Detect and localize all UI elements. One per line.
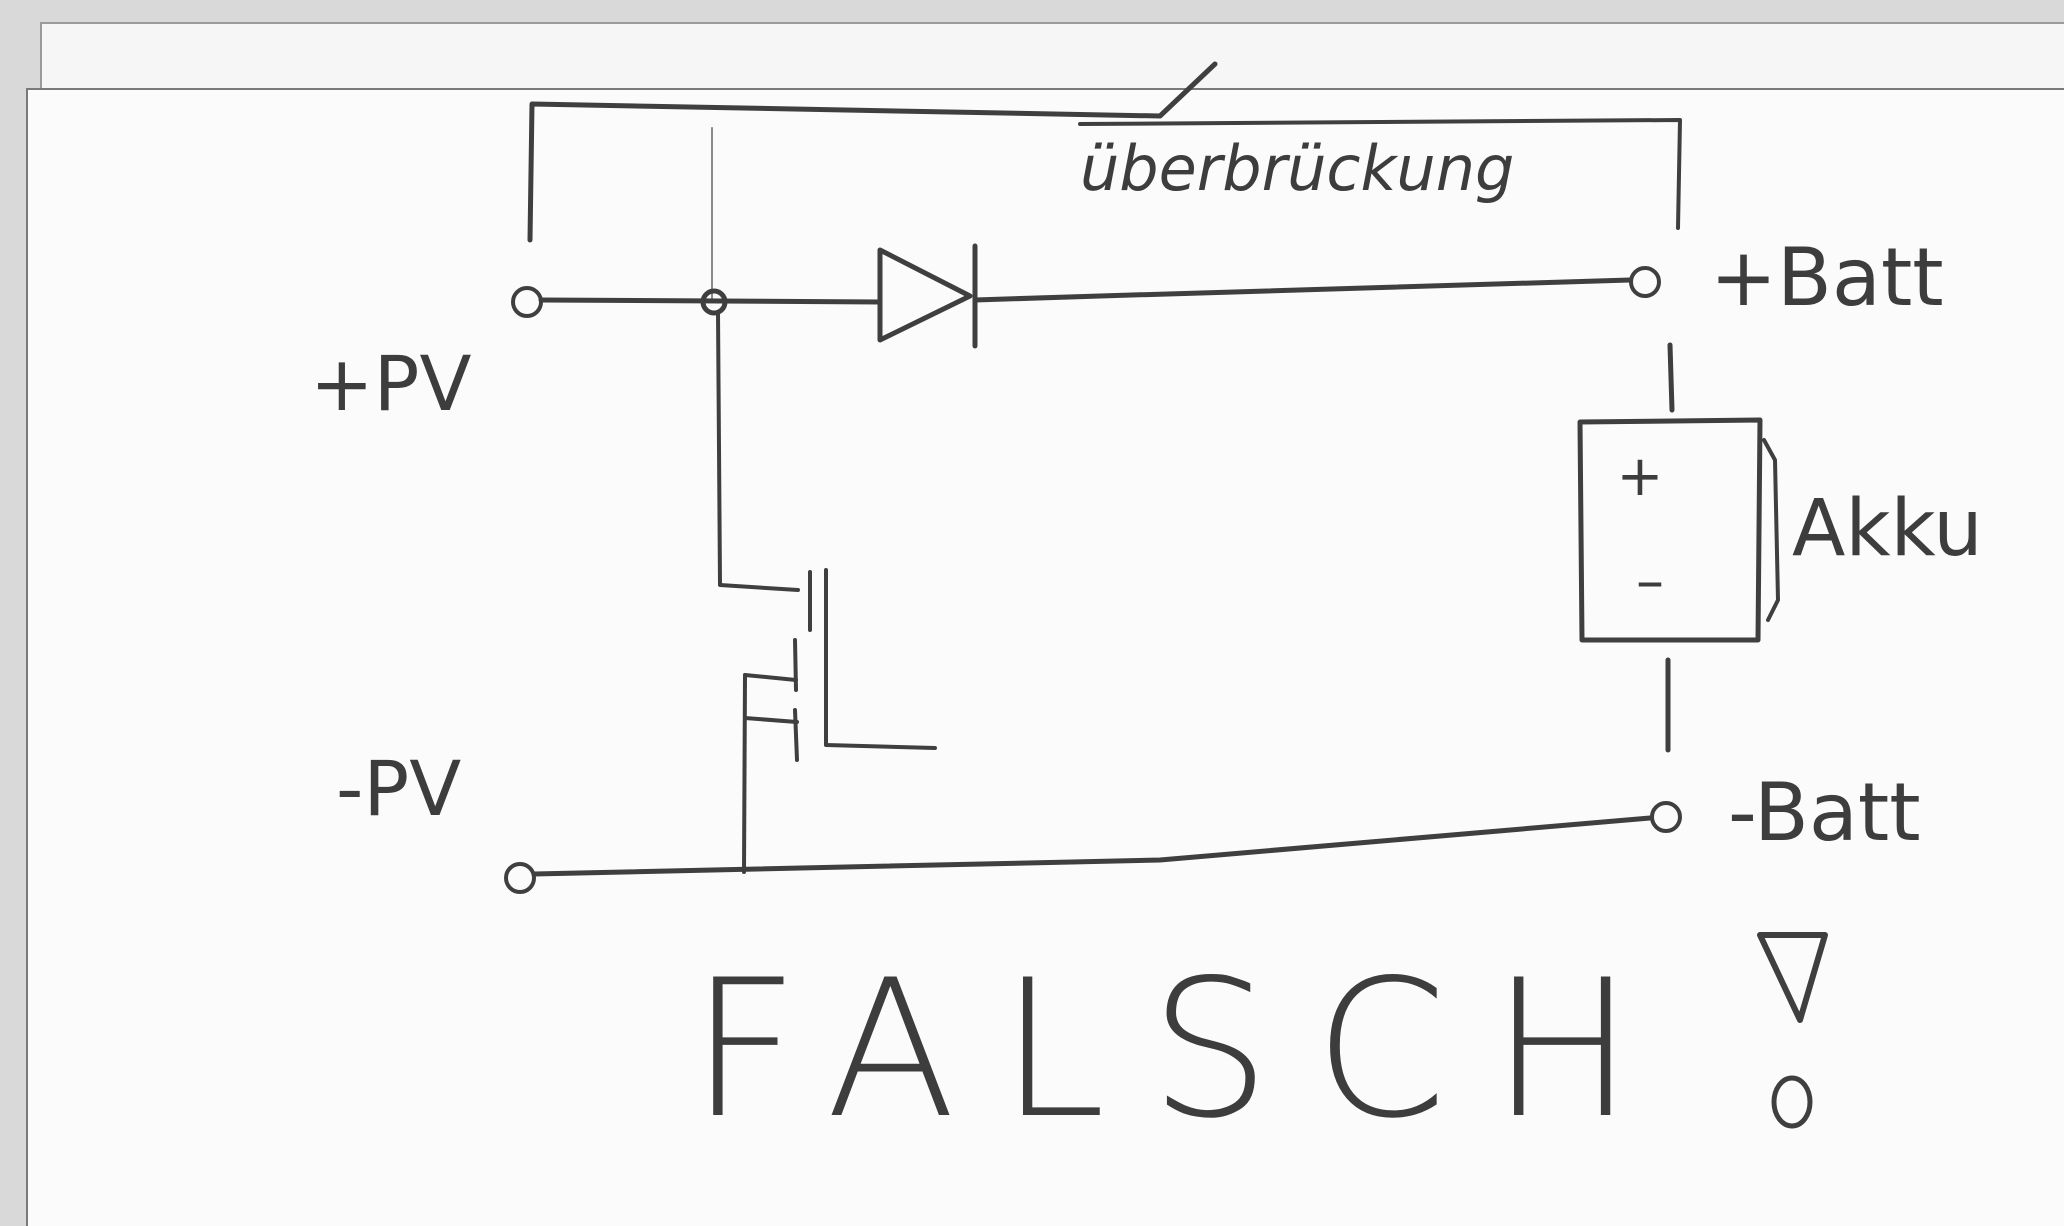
- positive-rail: [511, 266, 1661, 318]
- batt-plus-label: +Batt: [1710, 231, 1944, 324]
- battery-label: Akku: [1792, 484, 1983, 574]
- pv-plus-label: +PV: [310, 339, 472, 428]
- negative-rail: [504, 801, 1682, 894]
- exclamation-mark: [1757, 932, 1828, 1129]
- battery-minus-label: –: [1636, 549, 1664, 614]
- battery-plus-label: +: [1617, 444, 1664, 509]
- paper-front-sheet: [26, 88, 2064, 1226]
- battery-symbol: [1577, 342, 1780, 753]
- pv-plus-terminal: [511, 286, 543, 318]
- batt-minus-terminal: [1650, 801, 1682, 833]
- diode-symbol: [877, 243, 978, 349]
- verdict-label: FALSCH: [690, 939, 1678, 1160]
- pv-minus-terminal: [504, 862, 536, 894]
- mosfet-symbol: [716, 310, 937, 874]
- bypass-label: überbrückung: [1080, 132, 1514, 205]
- batt-minus-label: -Batt: [1728, 766, 1921, 859]
- batt-plus-terminal: [1629, 266, 1661, 298]
- bypass-bracket: [527, 61, 1682, 301]
- pv-minus-label: -PV: [336, 744, 461, 833]
- junction-node: [700, 288, 728, 316]
